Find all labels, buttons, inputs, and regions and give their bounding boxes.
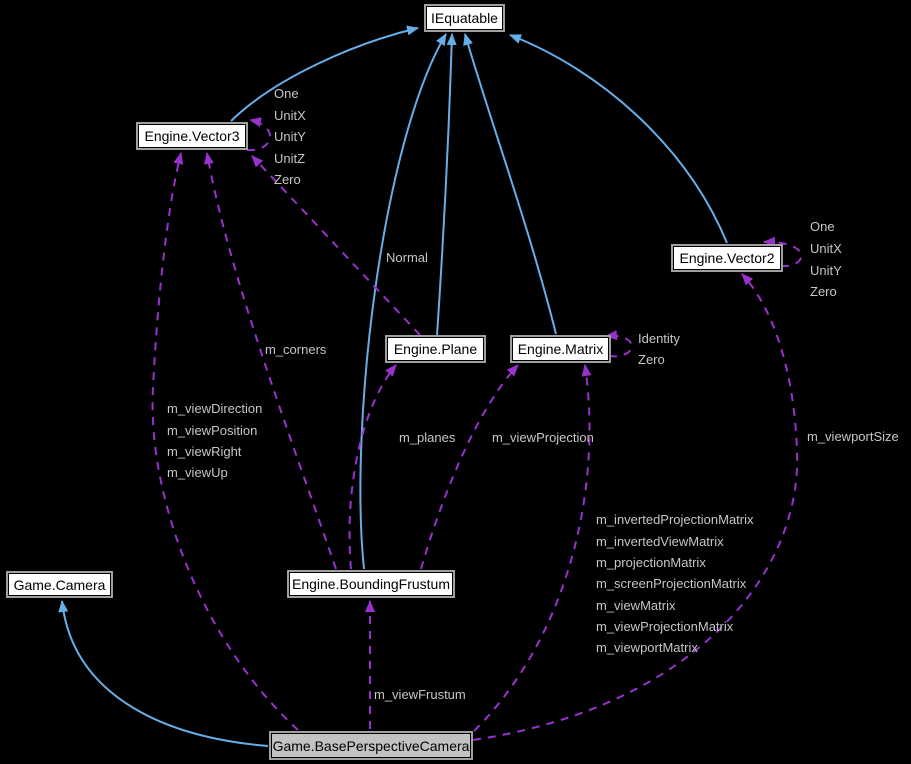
edge-label-vector3-zero: Zero [274, 172, 301, 187]
edge-matrix-selfloop [605, 330, 633, 358]
edge-label-normal: Normal [386, 250, 428, 265]
edge-label-m-planes: m_planes [399, 430, 456, 445]
node-engine-matrix[interactable]: Engine.Matrix [510, 335, 611, 363]
edge-label-m-screenprojectionmatrix: m_screenProjectionMatrix [596, 576, 747, 591]
edge-basecamera-camera [58, 600, 269, 747]
edge-label-matrix-zero: Zero [638, 352, 665, 367]
edge-label-vector2-zero: Zero [810, 284, 837, 299]
edge-label-m-viewprojectionmatrix: m_viewProjectionMatrix [596, 619, 734, 634]
edge-label-m-viewportmatrix: m_viewportMatrix [596, 640, 698, 655]
edge-vector2-iequatable [509, 34, 728, 244]
edge-label-vector2-unity: UnitY [810, 263, 842, 278]
edge-label-matrix-identity: Identity [638, 331, 680, 346]
edge-vector3-selfloop [246, 117, 271, 152]
edge-boundingfrustum-iequatable [359, 33, 447, 570]
edge-boundingfrustum-matrix-viewprojection [420, 364, 519, 570]
node-engine-vector2[interactable]: Engine.Vector2 [671, 244, 783, 272]
edge-vector3-iequatable [230, 25, 419, 122]
edge-basecamera-vector3-view [151, 152, 299, 731]
edge-basecamera-vector2-viewportsize [472, 273, 799, 741]
edge-label-m-viewportsize: m_viewportSize [807, 429, 899, 444]
edge-matrix-iequatable [463, 33, 557, 335]
edge-basecamera-matrix-members [473, 364, 592, 732]
edge-label-m-viewfrustum: m_viewFrustum [374, 687, 466, 702]
edge-boundingfrustum-plane-planes [348, 364, 397, 570]
node-iequatable[interactable]: IEquatable [424, 4, 505, 32]
edge-label-vector2-unitx: UnitX [810, 241, 842, 256]
edge-label-vector3-unitz: UnitZ [274, 151, 306, 166]
edge-label-m-viewup: m_viewUp [167, 465, 228, 480]
edge-label-m-viewprojection: m_viewProjection [492, 430, 594, 445]
node-engine-plane[interactable]: Engine.Plane [385, 335, 486, 363]
edge-boundingfrustum-vector3-corners [203, 152, 337, 570]
edge-label-vector3-unitx: UnitX [274, 108, 306, 123]
edge-label-vector3-one: One [274, 86, 299, 101]
edge-plane-vector3-normal [251, 155, 421, 336]
edge-vector2-selfloop [763, 236, 803, 268]
edge-label-vector3-unity: UnitY [274, 129, 306, 144]
edge-label-vector2-one: One [810, 219, 835, 234]
edge-plane-iequatable [436, 33, 457, 336]
node-engine-boundingfrustum[interactable]: Engine.BoundingFrustum [287, 570, 455, 598]
edge-label-m-invertedviewmatrix: m_invertedViewMatrix [596, 534, 724, 549]
node-game-camera[interactable]: Game.Camera [6, 571, 113, 598]
edge-label-m-viewdirection: m_viewDirection [167, 401, 263, 416]
edge-label-m-viewright: m_viewRight [167, 444, 242, 459]
edge-label-m-viewmatrix: m_viewMatrix [596, 598, 676, 613]
node-game-baseperspectivecamera[interactable]: Game.BasePerspectiveCamera [269, 731, 473, 760]
edge-label-m-viewposition: m_viewPosition [167, 423, 258, 438]
node-engine-vector3[interactable]: Engine.Vector3 [136, 122, 248, 150]
edge-label-m-projectionmatrix: m_projectionMatrix [596, 555, 706, 570]
edge-label-m-invertedprojectionmatrix: m_invertedProjectionMatrix [596, 512, 754, 527]
edge-label-m-corners: m_corners [265, 342, 327, 357]
